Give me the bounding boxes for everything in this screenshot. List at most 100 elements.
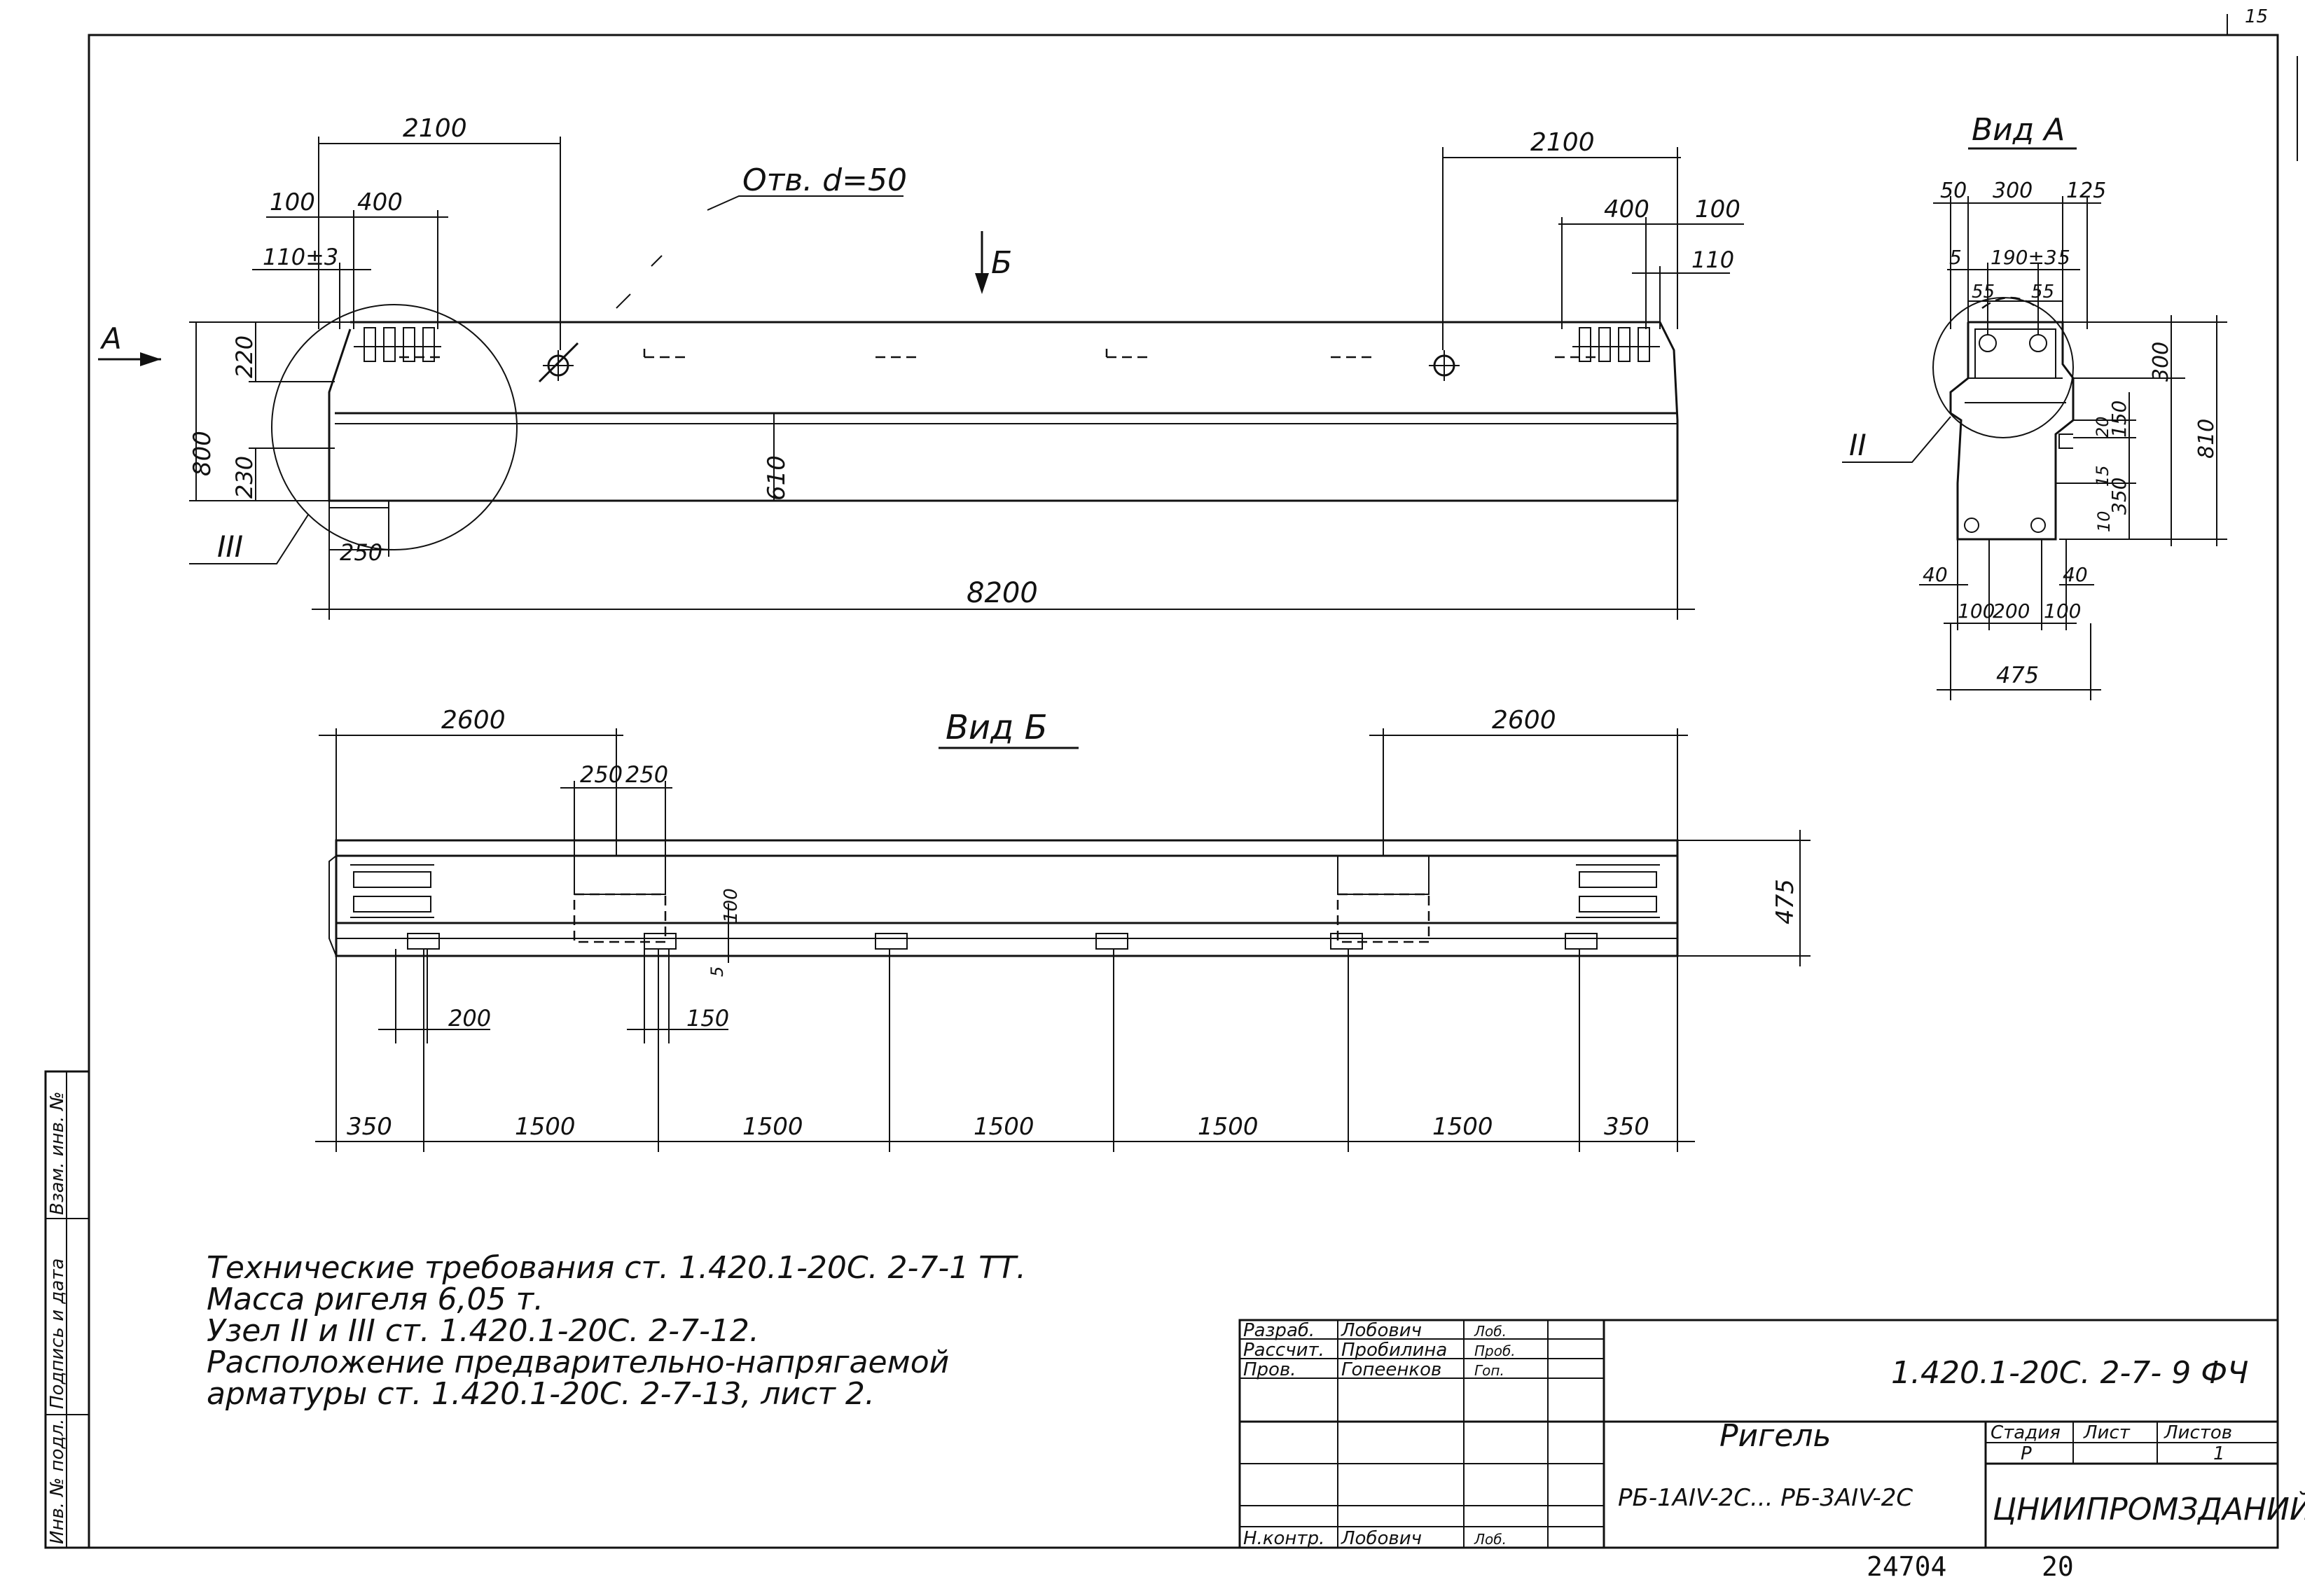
va-dim-r15: 15 (2093, 465, 2112, 487)
note-4: Расположение предварительно-напрягаемой (207, 1345, 949, 1380)
bottom-number-right: 20 (2042, 1551, 2074, 1582)
sheet-header: Лист (2083, 1422, 2131, 1443)
stamp-sign: Подпись и дата (47, 1258, 68, 1409)
vb-dim-250b: 250 (625, 761, 668, 788)
sig-2: Гоп. (1474, 1362, 1504, 1379)
view-arrow-b-label: Б (991, 245, 1012, 281)
sig-1: Проб. (1474, 1342, 1516, 1359)
vb-dim-5: 5 (707, 966, 727, 977)
sheets-value: 1 (2213, 1443, 2225, 1464)
va-dim-b100b: 100 (2044, 599, 2081, 623)
note-3: Узел II и III ст. 1.420.1-20С. 2-7-12. (207, 1313, 759, 1349)
va-dim-300: 300 (1993, 179, 2033, 203)
va-dim-r10: 10 (2094, 511, 2114, 532)
elevation-view: Отв. d=50 III А Б 2100 100 400 110±3 210… (98, 114, 1744, 620)
vb-dim-150: 150 (686, 1005, 729, 1032)
dim-tr-2100: 2100 (1530, 128, 1595, 157)
name-6: Лобович (1341, 1528, 1422, 1549)
va-dim-475: 475 (1996, 662, 2039, 688)
sheet-frame (88, 34, 2279, 1549)
note-5: арматуры ст. 1.420.1-20С. 2-7-13, лист 2… (207, 1376, 875, 1412)
vb-dim-475: 475 (1771, 879, 1799, 924)
view-b-title: Вид Б (946, 708, 1048, 747)
dim-tl-100: 100 (270, 188, 315, 216)
bottom-number-left: 24704 (1867, 1551, 1946, 1582)
role-1: Рассчит. (1243, 1340, 1324, 1361)
view-b-outline (335, 839, 1679, 957)
vb-dim-b2: 1500 (742, 1113, 803, 1141)
vb-dim-b1: 1500 (515, 1113, 576, 1141)
note-1: Технические требования ст. 1.420.1-20С. … (207, 1250, 1026, 1286)
vb-dim-250a: 250 (580, 761, 623, 788)
hole-label: Отв. d=50 (742, 162, 907, 198)
sheets-header: Листов (2164, 1422, 2232, 1443)
dim-tr-110: 110 (1691, 247, 1734, 273)
organization: ЦНИИПРОМЗДАНИЙ (1993, 1490, 2305, 1527)
view-a: Вид А II 50 300 125 5 190±3 5 55 55 (1842, 112, 2227, 700)
right-end-detail (1572, 327, 1660, 362)
stage-header: Стадия (1991, 1422, 2061, 1443)
product-marks: РБ-1АIV-2С... РБ-3АIV-2С (1618, 1484, 1913, 1512)
dim-tr-100: 100 (1695, 195, 1740, 223)
detail-circle-ii (1932, 297, 2074, 438)
vb-dim-b6: 350 (1604, 1113, 1649, 1141)
name-0: Лобович (1341, 1320, 1422, 1341)
va-dim-5b: 5 (2058, 246, 2070, 269)
dim-tl-2100: 2100 (403, 114, 467, 143)
callout-iii: III (217, 529, 243, 564)
beam-outline (328, 321, 1679, 502)
vb-dim-100: 100 (721, 888, 742, 923)
vb-dim-b5: 1500 (1432, 1113, 1493, 1141)
vb-dim-b4: 1500 (1198, 1113, 1259, 1141)
va-dim-5a: 5 (1949, 246, 1962, 269)
va-dim-r810: 810 (2194, 419, 2219, 459)
va-dim-55b: 55 (2031, 282, 2054, 303)
dim-tr-400: 400 (1604, 195, 1649, 223)
note-2: Масса ригеля 6,05 т. (207, 1282, 544, 1317)
view-b: Вид Б 2600 (315, 706, 1811, 1152)
va-dim-55a: 55 (1972, 282, 1995, 303)
va-dim-r350: 350 (2107, 478, 2131, 515)
doc-code: 1.420.1-20С. 2-7- 9 ФЧ (1891, 1355, 2248, 1391)
va-dim-b200: 200 (1993, 599, 2030, 623)
va-dim-190: 190±3 (1991, 246, 2057, 269)
view-arrow-a-label: А (99, 321, 122, 356)
vb-dim-tr-2600: 2600 (1492, 706, 1556, 735)
role-2: Пров. (1243, 1359, 1296, 1380)
dim-left-220: 220 (231, 335, 258, 378)
va-dim-r150: 150 (2107, 401, 2131, 438)
role-6: Н.контр. (1243, 1528, 1324, 1549)
technical-notes: Технические требования ст. 1.420.1-20С. … (207, 1250, 1026, 1412)
sheet-corner-number: 15 (2245, 6, 2268, 27)
detail-circle-iii (271, 304, 518, 550)
dim-left-800: 800 (188, 431, 216, 476)
va-dim-r300: 300 (2149, 342, 2173, 382)
stage-value: Р (2021, 1443, 2032, 1464)
sig-0: Лоб. (1474, 1323, 1507, 1340)
va-dim-b100a: 100 (1958, 599, 1995, 623)
sig-6: Лоб. (1474, 1531, 1507, 1548)
stamp-ref: Взам. инв. № (47, 1091, 68, 1215)
dim-center-610: 610 (763, 455, 791, 501)
left-end-detail (354, 327, 441, 362)
va-dim-50: 50 (1940, 179, 1967, 203)
product-name: Ригель (1719, 1418, 1831, 1454)
name-1: Пробилина (1341, 1340, 1447, 1361)
view-a-title: Вид А (1972, 112, 2065, 148)
stamp-inv: Инв. № подл. (47, 1419, 68, 1544)
va-dim-125: 125 (2066, 179, 2106, 203)
vb-dim-b3: 1500 (974, 1113, 1034, 1141)
vb-dim-b0: 350 (347, 1113, 392, 1141)
role-0: Разраб. (1243, 1320, 1315, 1341)
side-stamp: Взам. инв. № Подпись и дата Инв. № подл. (44, 1070, 90, 1549)
va-dim-l40: 40 (1923, 563, 1948, 586)
dim-overall-8200: 8200 (967, 577, 1038, 609)
callout-ii: II (1849, 428, 1867, 462)
title-block: Разраб. Рассчит. Пров. Н.контр. Лобович … (1238, 1319, 2305, 1549)
dim-tl-400: 400 (357, 188, 403, 216)
dim-bottom-250: 250 (340, 539, 382, 566)
name-2: Гопеенков (1341, 1359, 1441, 1380)
dim-left-230: 230 (231, 456, 258, 499)
vb-dim-tl-2600: 2600 (441, 706, 506, 735)
